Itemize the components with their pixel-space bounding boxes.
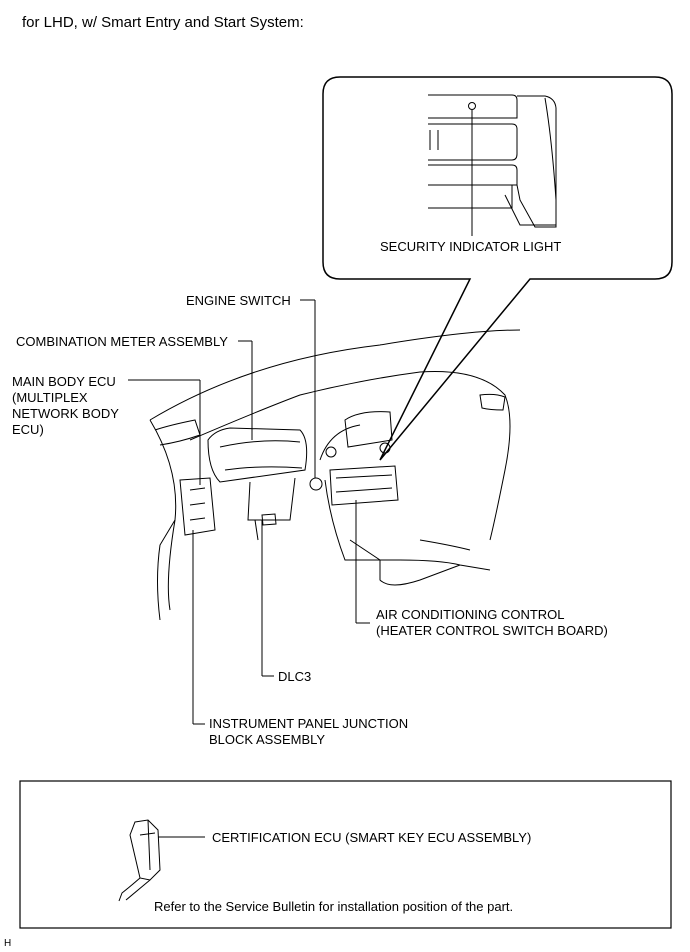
note-box (19, 780, 672, 929)
callout-combination-meter: COMBINATION METER ASSEMBLY (16, 334, 228, 349)
zoomed-panel-detail (428, 94, 557, 228)
callout-engine-switch: ENGINE SWITCH (186, 293, 291, 308)
callout-security-indicator-light: SECURITY INDICATOR LIGHT (380, 239, 562, 254)
callout-main-body-ecu: MAIN BODY ECU (MULTIPLEX NETWORK BODY EC… (12, 374, 119, 437)
callout-dlc3: DLC3 (278, 669, 312, 684)
callout-certification-ecu: CERTIFICATION ECU (SMART KEY ECU ASSEMBL… (212, 830, 532, 845)
callout-junction-block: INSTRUMENT PANEL JUNCTION BLOCK ASSEMBLY (209, 716, 409, 747)
page-heading: for LHD, w/ Smart Entry and Start System… (22, 14, 304, 31)
service-bulletin-note: Refer to the Service Bulletin for instal… (154, 899, 514, 914)
corner-code: H (4, 938, 12, 949)
leader-lines (128, 299, 370, 725)
dashboard-outline (149, 329, 521, 621)
security-indicator-led (468, 102, 476, 110)
callout-air-conditioning-control: AIR CONDITIONING CONTROL (HEATER CONTROL… (376, 607, 608, 638)
zoom-bubble (322, 76, 673, 461)
certification-ecu-sketch (118, 819, 205, 902)
